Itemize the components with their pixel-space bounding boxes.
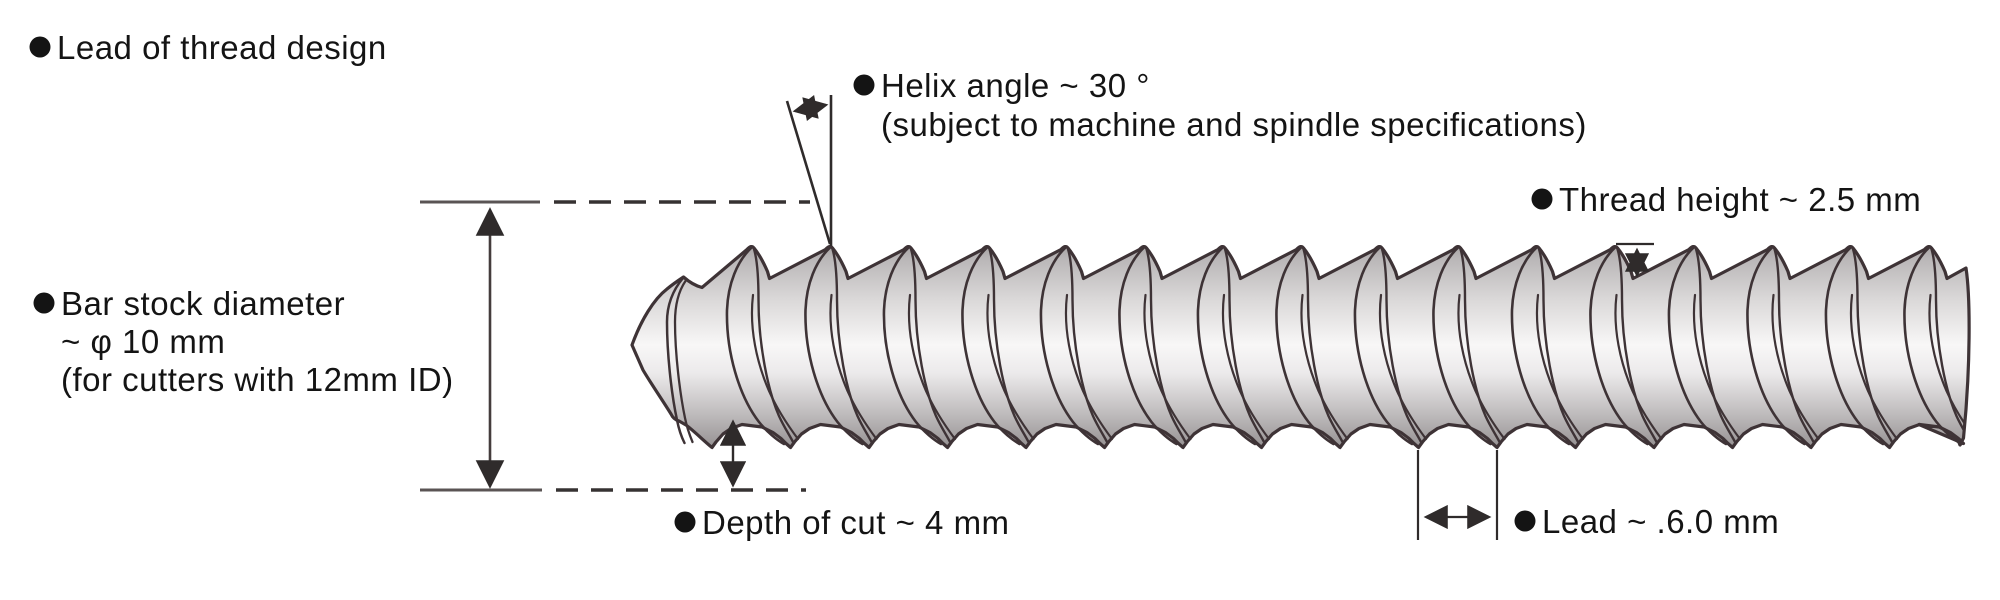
bar-stock-label-line1: Bar stock diameter xyxy=(61,285,345,322)
screw-path xyxy=(829,293,878,441)
screw-path xyxy=(961,245,1021,446)
screw-path xyxy=(1300,293,1349,441)
screw-path xyxy=(1771,293,1820,441)
screw-path xyxy=(1353,245,1414,446)
screw-path xyxy=(1692,293,1742,441)
screw-path xyxy=(1145,247,1187,444)
lead-label: Lead ~ .6.0 mm xyxy=(1542,503,1779,540)
bullet-icon xyxy=(853,74,875,96)
screw-path xyxy=(1143,293,1192,441)
labels: Lead of thread design Helix angle ~ 30 °… xyxy=(29,29,1921,541)
screw-path xyxy=(1824,245,1885,446)
screw-path xyxy=(907,293,957,441)
screw-path xyxy=(988,247,1030,444)
screw-path xyxy=(1457,293,1506,441)
bullet-icon xyxy=(674,511,696,533)
screw-path xyxy=(986,293,1035,441)
screw-path xyxy=(1537,247,1580,444)
screw-path xyxy=(1378,293,1428,441)
screw-path xyxy=(1223,247,1266,444)
screw-path xyxy=(1589,245,1649,446)
screw-path xyxy=(1432,245,1492,446)
title-label: Lead of thread design xyxy=(57,29,387,66)
thread-height-label: Thread height ~ 2.5 mm xyxy=(1559,181,1921,218)
screw-path xyxy=(1746,245,1806,446)
screw-path xyxy=(1380,247,1423,444)
thread-detail-lines xyxy=(665,245,1965,446)
helix-angle-slanted-line xyxy=(785,100,832,245)
bullet-icon xyxy=(1514,510,1536,532)
screw-path xyxy=(725,245,786,446)
helix-angle-label-line1: Helix angle ~ 30 ° xyxy=(881,67,1150,104)
screw-path xyxy=(752,247,795,444)
screw-path xyxy=(804,245,864,446)
screw-path xyxy=(1302,247,1344,444)
bullet-icon xyxy=(1531,188,1553,210)
screw-path xyxy=(1616,247,1658,444)
screw-illustration xyxy=(630,244,1971,450)
helix-angle-label-line2: (subject to machine and spindle specific… xyxy=(881,106,1587,143)
screw-path xyxy=(673,279,694,444)
screw-path xyxy=(1064,293,1114,441)
screw-path xyxy=(1694,247,1737,444)
screw-path xyxy=(1930,247,1965,435)
screw-path xyxy=(1118,245,1178,446)
screw-path xyxy=(831,247,873,444)
helix-angle-dimension-arrow xyxy=(792,94,829,122)
screw-path xyxy=(1459,247,1501,444)
bar-stock-label-line2: ~ φ 10 mm xyxy=(61,323,225,360)
screw-path xyxy=(1667,245,1728,446)
screw-path xyxy=(1039,245,1100,446)
screw-path xyxy=(665,276,686,445)
screw-path xyxy=(1928,293,1965,427)
screw-path xyxy=(1275,245,1335,446)
screw-path xyxy=(1221,293,1271,441)
screw-path xyxy=(750,293,800,441)
screw-path xyxy=(1773,247,1815,444)
screw-path xyxy=(882,245,943,446)
bullet-icon xyxy=(29,36,51,58)
screw-path xyxy=(1196,245,1257,446)
screw-path xyxy=(1614,293,1663,441)
screw-path xyxy=(1851,247,1894,444)
screw-path xyxy=(1510,245,1571,446)
depth-of-cut-label: Depth of cut ~ 4 mm xyxy=(702,504,1010,541)
screw-path xyxy=(1066,247,1109,444)
bar-stock-label-line3: (for cutters with 12mm ID) xyxy=(61,361,454,398)
screw-path xyxy=(1903,245,1963,446)
screw-path xyxy=(909,247,952,444)
screw-path xyxy=(1849,293,1899,441)
screw-path xyxy=(1535,293,1585,441)
bullet-icon xyxy=(33,292,55,314)
annotation-lines xyxy=(420,94,1654,540)
